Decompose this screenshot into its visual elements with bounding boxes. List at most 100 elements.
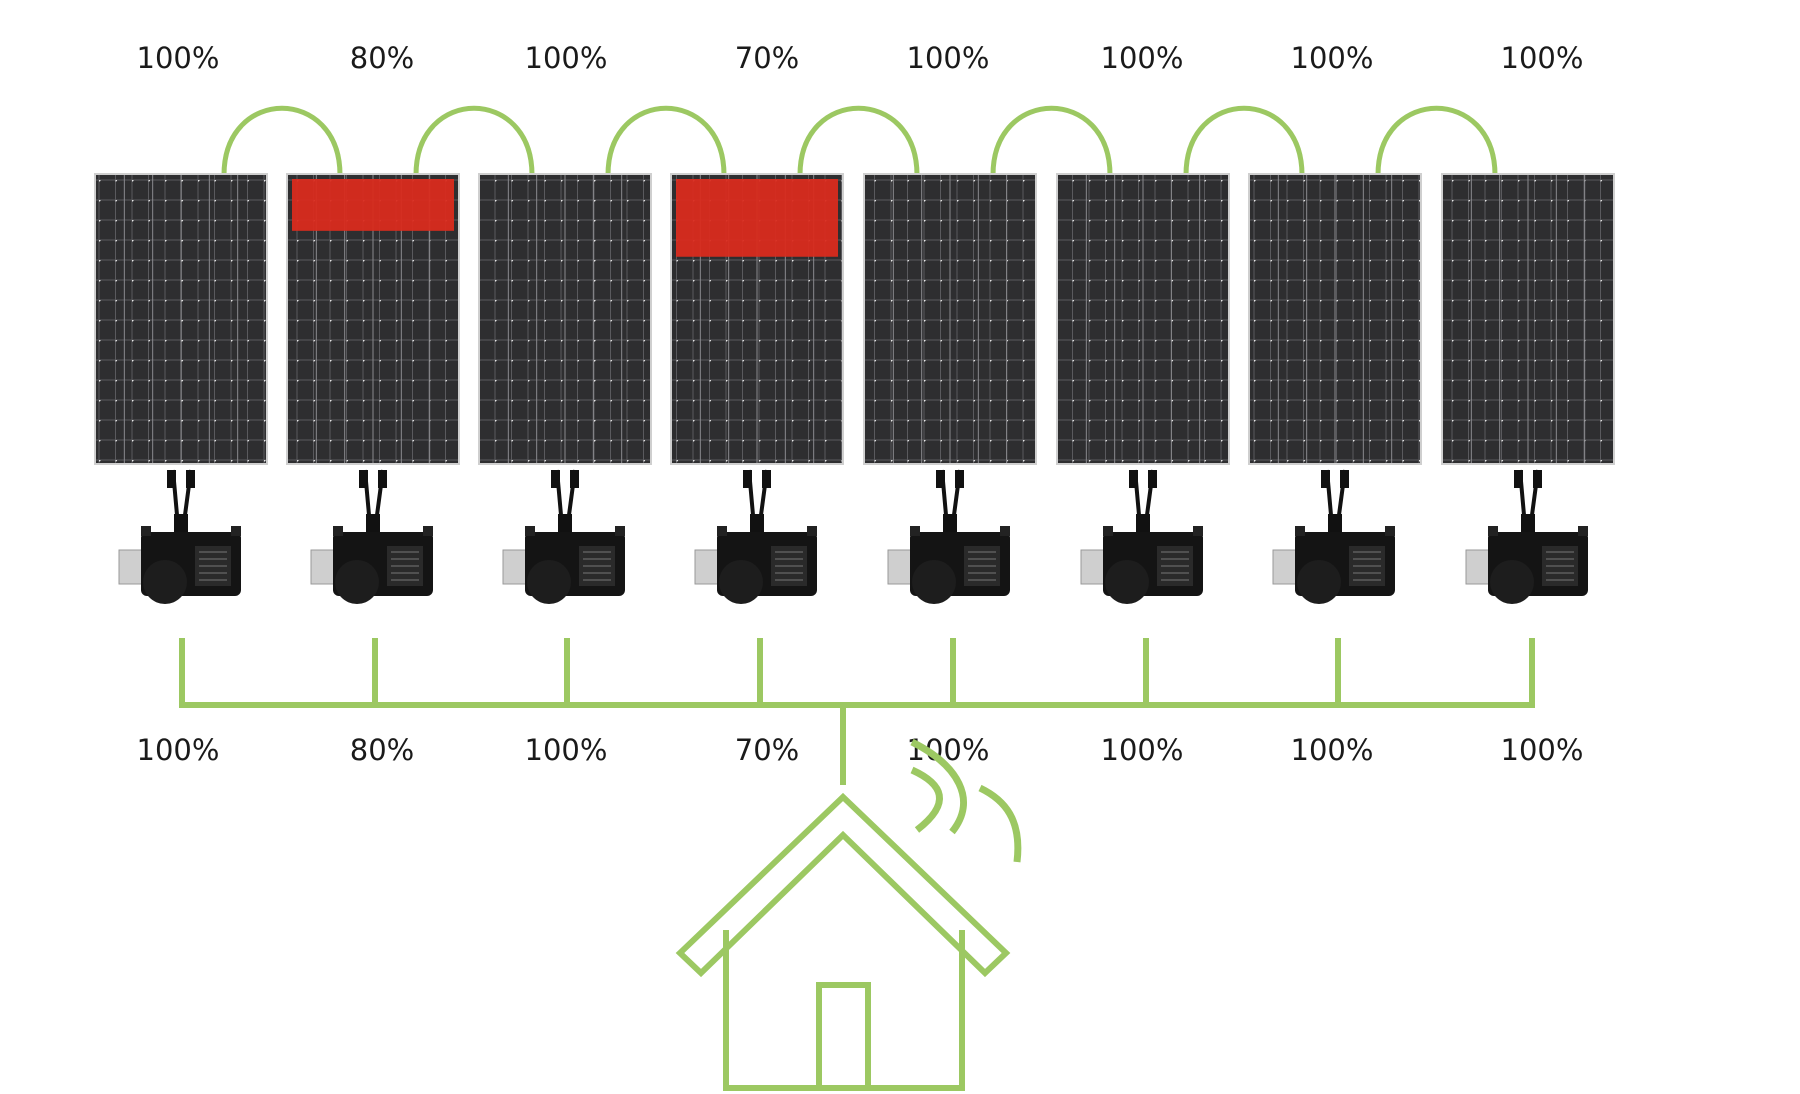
wifi-signal-icon — [910, 738, 1022, 863]
inverter-tab — [333, 526, 343, 536]
inverter-port — [335, 560, 379, 604]
cable-junction — [366, 514, 380, 532]
panel-link-arc — [797, 105, 920, 176]
inverter-output-label: 100% — [1291, 733, 1374, 767]
microinverter-6 — [1080, 469, 1203, 604]
house-walls — [723, 930, 965, 1091]
inverter-port — [1490, 560, 1534, 604]
microinverter-7 — [1272, 469, 1395, 604]
inverter-tab — [141, 526, 151, 536]
panel-output-label: 100% — [907, 41, 990, 75]
connector — [378, 470, 387, 488]
microinverter-3 — [502, 469, 625, 604]
signal-arc-outer — [978, 784, 1022, 863]
inverter-tab — [1578, 526, 1588, 536]
inverter-output-label: 100% — [907, 733, 990, 767]
inverter-tab — [423, 526, 433, 536]
inverter-output-label: 70% — [735, 733, 799, 767]
inverter-tab — [231, 526, 241, 536]
inverter-port — [912, 560, 956, 604]
panel-output-label: 100% — [1501, 41, 1584, 75]
connector — [1148, 470, 1157, 488]
inverter-port — [1297, 560, 1341, 604]
solar-panel-8 — [1441, 173, 1615, 465]
connector — [1533, 470, 1542, 488]
cable-junction — [1521, 514, 1535, 532]
inverter-port — [527, 560, 571, 604]
solar-panel-4 — [670, 173, 844, 465]
inverter-tab — [1103, 526, 1113, 536]
solar-panel-3 — [478, 173, 652, 465]
inverter-output-label: 100% — [1501, 733, 1584, 767]
inverter-tab — [1385, 526, 1395, 536]
inverter-output-label: 100% — [1101, 733, 1184, 767]
signal-arc-middle — [910, 738, 967, 835]
inverter-output-label: 100% — [137, 733, 220, 767]
panel-link-arc — [605, 105, 727, 176]
connector — [1514, 470, 1523, 488]
inverter-tab — [910, 526, 920, 536]
cable-junction — [750, 514, 764, 532]
inverter-tab — [807, 526, 817, 536]
ac-bus-wiring — [179, 638, 1535, 785]
house-door — [816, 982, 871, 1088]
inverter-tab — [615, 526, 625, 536]
panel-output-label: 100% — [1101, 41, 1184, 75]
connector — [1321, 470, 1330, 488]
panel-link-arc — [1183, 105, 1305, 176]
inverter-port — [1105, 560, 1149, 604]
panel-link-arc — [1375, 105, 1498, 176]
solar-panel-2 — [286, 173, 460, 465]
connector — [743, 470, 752, 488]
cable-junction — [558, 514, 572, 532]
connector — [955, 470, 964, 488]
signal-arc-inner — [910, 766, 943, 833]
connector — [1340, 470, 1349, 488]
connector — [551, 470, 560, 488]
microinverter-1 — [118, 469, 241, 604]
connector — [936, 470, 945, 488]
microinverter-5 — [887, 469, 1010, 604]
percentage-labels: 100% 100% 80% 80% 100% 100% 70% 70% 100% 100% 100%… — [137, 41, 1584, 767]
cable-junction — [943, 514, 957, 532]
panel-output-label: 100% — [1291, 41, 1374, 75]
panel-connection-arcs — [221, 105, 1498, 176]
inverter-tab — [717, 526, 727, 536]
panel-output-label: 80% — [350, 41, 414, 75]
inverter-tab — [1488, 526, 1498, 536]
inverter-tab — [1295, 526, 1305, 536]
panel-link-arc — [221, 105, 343, 176]
inverter-tab — [525, 526, 535, 536]
microinverter-row — [118, 469, 1588, 604]
inverter-port — [719, 560, 763, 604]
house-roof — [675, 792, 1011, 978]
panel-link-arc — [413, 105, 535, 176]
microinverter-4 — [694, 469, 817, 604]
inverter-output-label: 80% — [350, 733, 414, 767]
connector — [359, 470, 368, 488]
shade-overlay — [676, 179, 838, 257]
microinverter-8 — [1465, 469, 1588, 604]
panel-output-label: 100% — [137, 41, 220, 75]
inverter-tab — [1000, 526, 1010, 536]
panel-link-arc — [990, 105, 1113, 176]
connector — [167, 470, 176, 488]
connector — [186, 470, 195, 488]
solar-panel-row — [94, 173, 1615, 465]
cable-junction — [1328, 514, 1342, 532]
solar-panel-6 — [1056, 173, 1230, 465]
inverter-port — [143, 560, 187, 604]
connector — [762, 470, 771, 488]
microinverter-2 — [310, 469, 433, 604]
house-icon — [675, 792, 1011, 1091]
solar-panel-5 — [863, 173, 1037, 465]
connector — [1129, 470, 1138, 488]
connector — [570, 470, 579, 488]
solar-panel-1 — [94, 173, 268, 465]
panel-output-label: 100% — [525, 41, 608, 75]
solar-panel-7 — [1248, 173, 1422, 465]
panel-output-label: 70% — [735, 41, 799, 75]
cable-junction — [174, 514, 188, 532]
shade-overlay — [292, 179, 454, 231]
